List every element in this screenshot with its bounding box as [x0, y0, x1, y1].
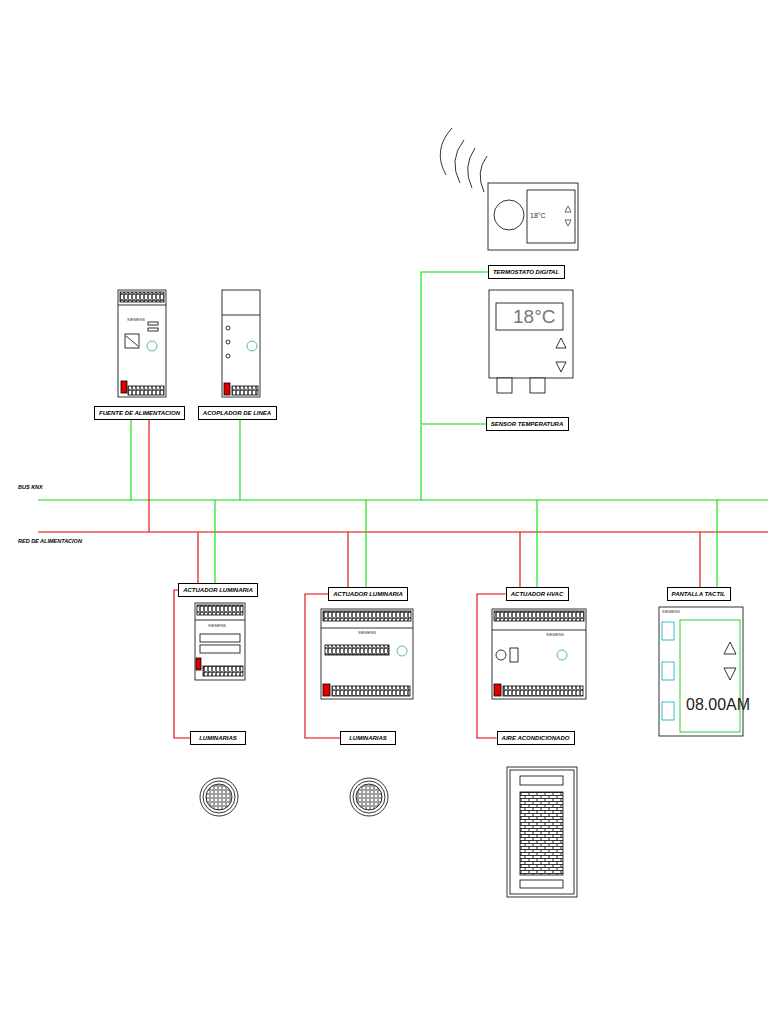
label-box: FUENTE DE ALIMENTACION [94, 406, 185, 420]
label-text: FUENTE DE ALIMENTACION [99, 410, 180, 416]
brand-mark: SIEMENS [358, 631, 376, 635]
label-box: ACTUADOR HVAC [506, 587, 569, 601]
wire-connector [305, 594, 340, 738]
label-text: LUMINARIAS [199, 735, 237, 741]
label-box: AIRE ACONDICIONADO [497, 731, 575, 745]
brand-mark: SIEMENS [127, 318, 145, 322]
label-text: AIRE ACONDICIONADO [502, 735, 570, 741]
display-reading: 18°C [530, 212, 546, 219]
label-text: TERMOSTATO DIGITAL [493, 269, 559, 275]
label-text: ACOPLADOR DE LINEA [203, 410, 271, 416]
wire-connector [421, 272, 488, 424]
label-box: LUMINARIAS [340, 731, 396, 745]
label-box: ACTUADOR LUMINARIA [178, 583, 258, 597]
brand-mark: SIEMENS [662, 610, 680, 614]
brand-mark: SIEMENS [546, 633, 564, 637]
label-box: SENSOR TEMPERATURA [486, 417, 569, 431]
bus-label: RED DE ALIMENTACION [18, 539, 82, 545]
display-reading: 08.00AM [686, 697, 750, 713]
wire-connector [477, 594, 506, 738]
bus-label: BUS KNX [18, 485, 43, 491]
label-text: ACTUADOR LUMINARIA [183, 587, 253, 593]
brand-mark: SIEMENS [208, 624, 226, 628]
label-box: PANTALLA TACTIL [667, 587, 731, 601]
label-text: ACTUADOR HVAC [511, 591, 564, 597]
label-text: SENSOR TEMPERATURA [491, 421, 564, 427]
label-box: ACOPLADOR DE LINEA [198, 406, 277, 420]
label-box: TERMOSTATO DIGITAL [488, 265, 565, 279]
label-text: PANTALLA TACTIL [672, 591, 726, 597]
label-box: LUMINARIAS [190, 731, 246, 745]
label-text: LUMINARIAS [349, 735, 387, 741]
wire-connector [174, 590, 190, 738]
display-reading: 18°C [513, 307, 555, 326]
label-box: ACTUADOR LUMINARIA [328, 587, 408, 601]
label-text: ACTUADOR LUMINARIA [333, 591, 403, 597]
